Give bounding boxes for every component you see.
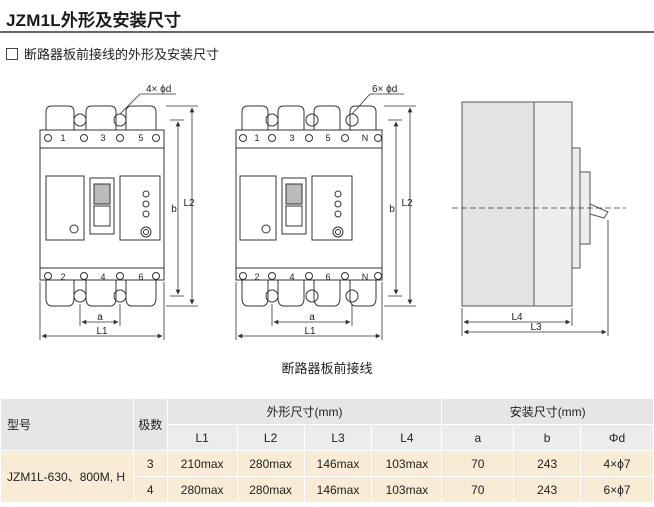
breaker-4pole-front-view <box>235 105 383 307</box>
subheader: a <box>441 424 515 451</box>
section-subtitle: 断路器板前接线的外形及安装尺寸 <box>6 44 219 63</box>
dim-b-label: b <box>171 204 177 215</box>
cell-L4: 103max <box>371 476 443 503</box>
header-install-dimensions: 安装尺寸(mm) <box>441 398 654 425</box>
breaker-3pole-front-view <box>39 105 165 307</box>
side-dimension-labels: L4 L3 <box>511 312 542 333</box>
dim-a-label: a <box>309 312 315 323</box>
terminal-label: N <box>362 133 369 143</box>
cell-L2: 280max <box>236 450 305 477</box>
subtitle-text: 断路器板前接线的外形及安装尺寸 <box>24 47 220 62</box>
cell-poles: 4 <box>132 476 168 503</box>
dim-L4-label: L4 <box>511 312 523 323</box>
dim-L2-label: L2 <box>401 198 413 209</box>
subheader: L1 <box>166 424 238 451</box>
terminal-label: 5 <box>138 133 143 143</box>
page-title: JZM1L外形及安装尺寸 <box>6 11 182 30</box>
dim-L3-label: L3 <box>530 322 542 333</box>
cell-d: 4×ϕ7 <box>580 450 654 477</box>
dim-L2-label: L2 <box>183 198 195 209</box>
dim-a-label: a <box>97 312 103 323</box>
terminal-label: 5 <box>325 133 330 143</box>
cell-L4: 103max <box>371 450 443 477</box>
terminal-label: 6 <box>325 272 330 282</box>
dimension-drawing: 1 3 5 2 4 6 4× ϕd b L2 a L1 <box>39 84 626 340</box>
terminal-label: 2 <box>254 272 259 282</box>
terminal-label: 4 <box>289 272 294 282</box>
middle-terminal-labels: 1 3 5 N 2 4 6 N <box>254 133 368 282</box>
dim-L1-label: L1 <box>96 326 108 337</box>
side-dimensions <box>461 220 609 336</box>
terminal-label: 1 <box>254 133 259 143</box>
middle-dimensions <box>235 93 416 340</box>
table-row: JZM1L-630、800M, H 3 210max 280max 146max… <box>0 450 654 503</box>
dim-b-label: b <box>389 204 395 215</box>
diagram-caption: 断路器板前接线 <box>281 361 373 376</box>
middle-dimension-labels: 6× ϕd b L2 a L1 <box>304 84 413 337</box>
checkbox-square-icon <box>6 48 18 60</box>
cell-L1: 210max <box>166 450 238 477</box>
subheader: Φd <box>580 424 654 451</box>
spec-table: 型号 极数 外形尺寸(mm) 安装尺寸(mm) L1 L2 L3 L4 a b … <box>0 398 654 503</box>
cell-L3: 146max <box>303 450 373 477</box>
terminal-label: 1 <box>60 133 65 143</box>
dim-L1-label: L1 <box>304 326 316 337</box>
subheader: L2 <box>236 424 305 451</box>
title-divider <box>0 31 654 33</box>
table-row: 4 280max 280max 146max 103max 70 243 6×ϕ… <box>1 476 654 503</box>
header-model: 型号 <box>0 398 134 451</box>
header-poles: 极数 <box>132 398 168 451</box>
cell-poles: 3 <box>132 450 168 477</box>
left-dimensions <box>39 93 198 340</box>
terminal-label: 4 <box>100 272 105 282</box>
header-outline-dimensions: 外形尺寸(mm) <box>166 398 443 425</box>
terminal-label: 3 <box>289 133 294 143</box>
model-name-cell: JZM1L-630、800M, H <box>0 450 134 503</box>
subheader: L4 <box>371 424 443 451</box>
subheader: L3 <box>303 424 373 451</box>
cell-L3: 146max <box>303 476 373 503</box>
subheader: b <box>513 424 582 451</box>
hole-callout: 4× ϕd <box>146 84 171 95</box>
terminal-label: 6 <box>138 272 143 282</box>
terminal-label: N <box>362 272 369 282</box>
left-terminal-labels: 1 3 5 2 4 6 <box>60 133 143 282</box>
cell-L1: 280max <box>166 476 238 503</box>
cell-a: 70 <box>441 476 515 503</box>
terminal-label: 2 <box>60 272 65 282</box>
cell-L2: 280max <box>236 476 305 503</box>
hole-callout: 6× ϕd <box>372 84 397 95</box>
cell-d: 6×ϕ7 <box>580 476 654 503</box>
cell-a: 70 <box>441 450 515 477</box>
cell-b: 243 <box>513 476 582 503</box>
terminal-label: 3 <box>100 133 105 143</box>
breaker-side-view <box>452 101 626 307</box>
cell-b: 243 <box>513 450 582 477</box>
left-dimension-labels: 4× ϕd b L2 a L1 <box>96 84 195 337</box>
